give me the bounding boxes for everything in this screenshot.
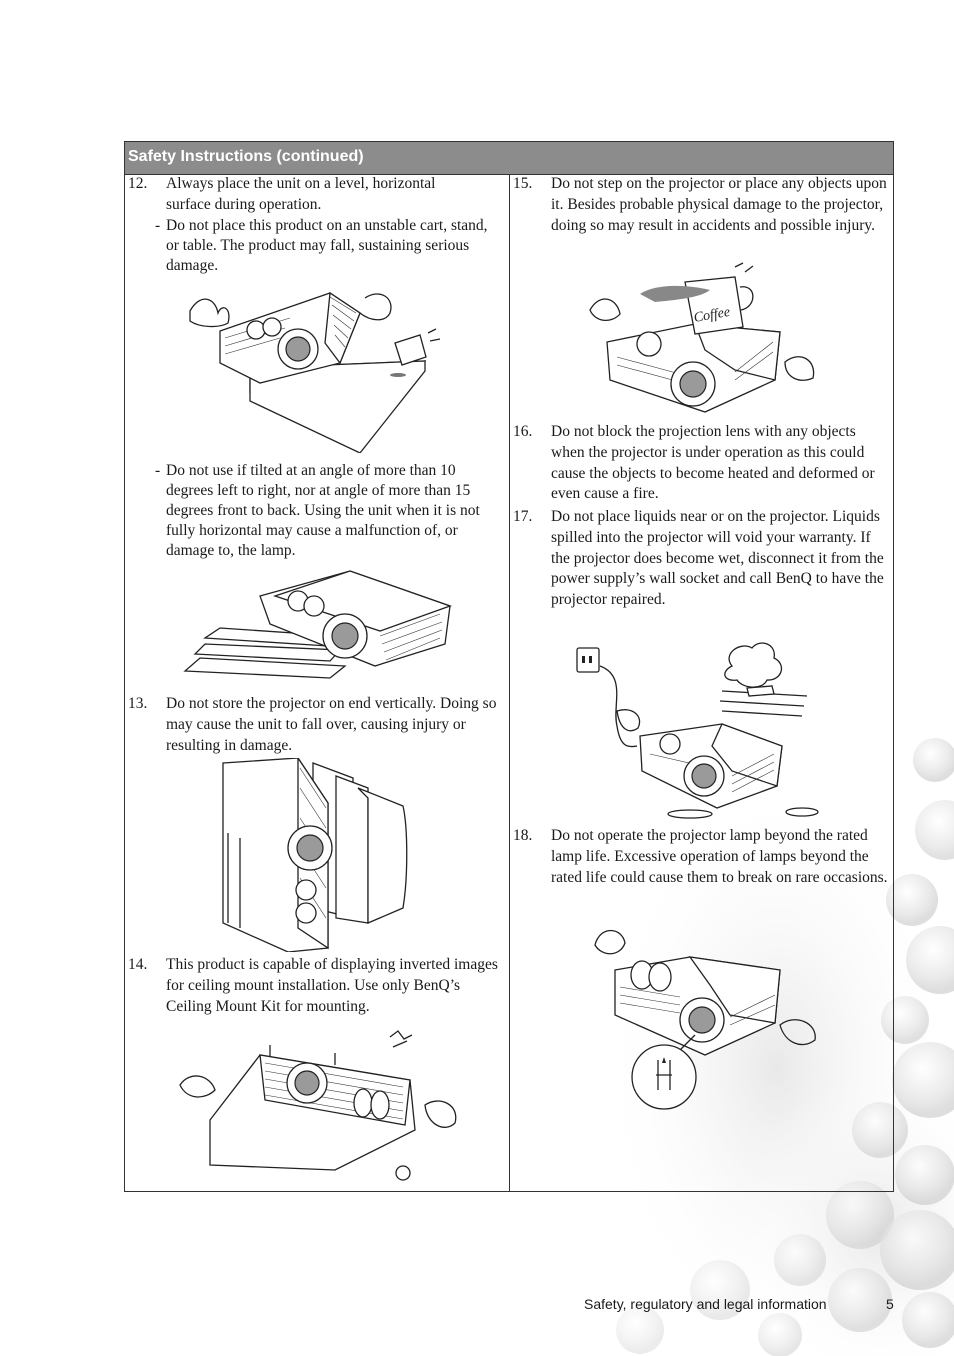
mug-label: Coffee [693,305,732,326]
page-number: 5 [886,1296,894,1312]
item-number: 15. [513,175,533,192]
item-text: Do not store the projector on end vertic… [166,695,497,754]
tilted-projector-illustration [180,566,455,684]
coffee-on-projector-illustration: Coffee [585,262,825,417]
subitem-text: Do not place this product on an unstable… [166,217,488,274]
subitem-text: Do not use if tilted at an angle of more… [166,462,480,559]
falling-projector-illustration [180,283,450,453]
ceiling-mount-illustration [175,1025,465,1185]
subitem-dash: - [155,217,161,234]
item-text: Do not place liquids near or on the proj… [551,508,884,609]
subitem-dash: - [155,462,161,479]
safety-table: Safety Instructions (continued) [124,141,894,1192]
liquid-spill-illustration [572,636,822,821]
lamp-life-illustration [580,915,825,1115]
footer-section-title: Safety, regulatory and legal information [584,1296,827,1312]
item-text: Always place the unit on a level, horizo… [166,175,436,213]
item-number: 18. [513,827,533,844]
vertical-projector-illustration [218,758,413,952]
item-text: Do not block the projection lens with an… [551,423,875,503]
item-number: 16. [513,423,533,440]
item-number: 17. [513,508,533,525]
item-number: 13. [128,695,148,712]
item-number: 14. [128,956,148,973]
column-divider [509,175,510,1191]
item-number: 12. [128,175,148,192]
section-header: Safety Instructions (continued) [125,142,893,175]
item-text: Do not step on the projector or place an… [551,175,887,234]
item-text: This product is capable of displaying in… [166,956,498,1015]
item-text: Do not operate the projector lamp beyond… [551,827,888,886]
